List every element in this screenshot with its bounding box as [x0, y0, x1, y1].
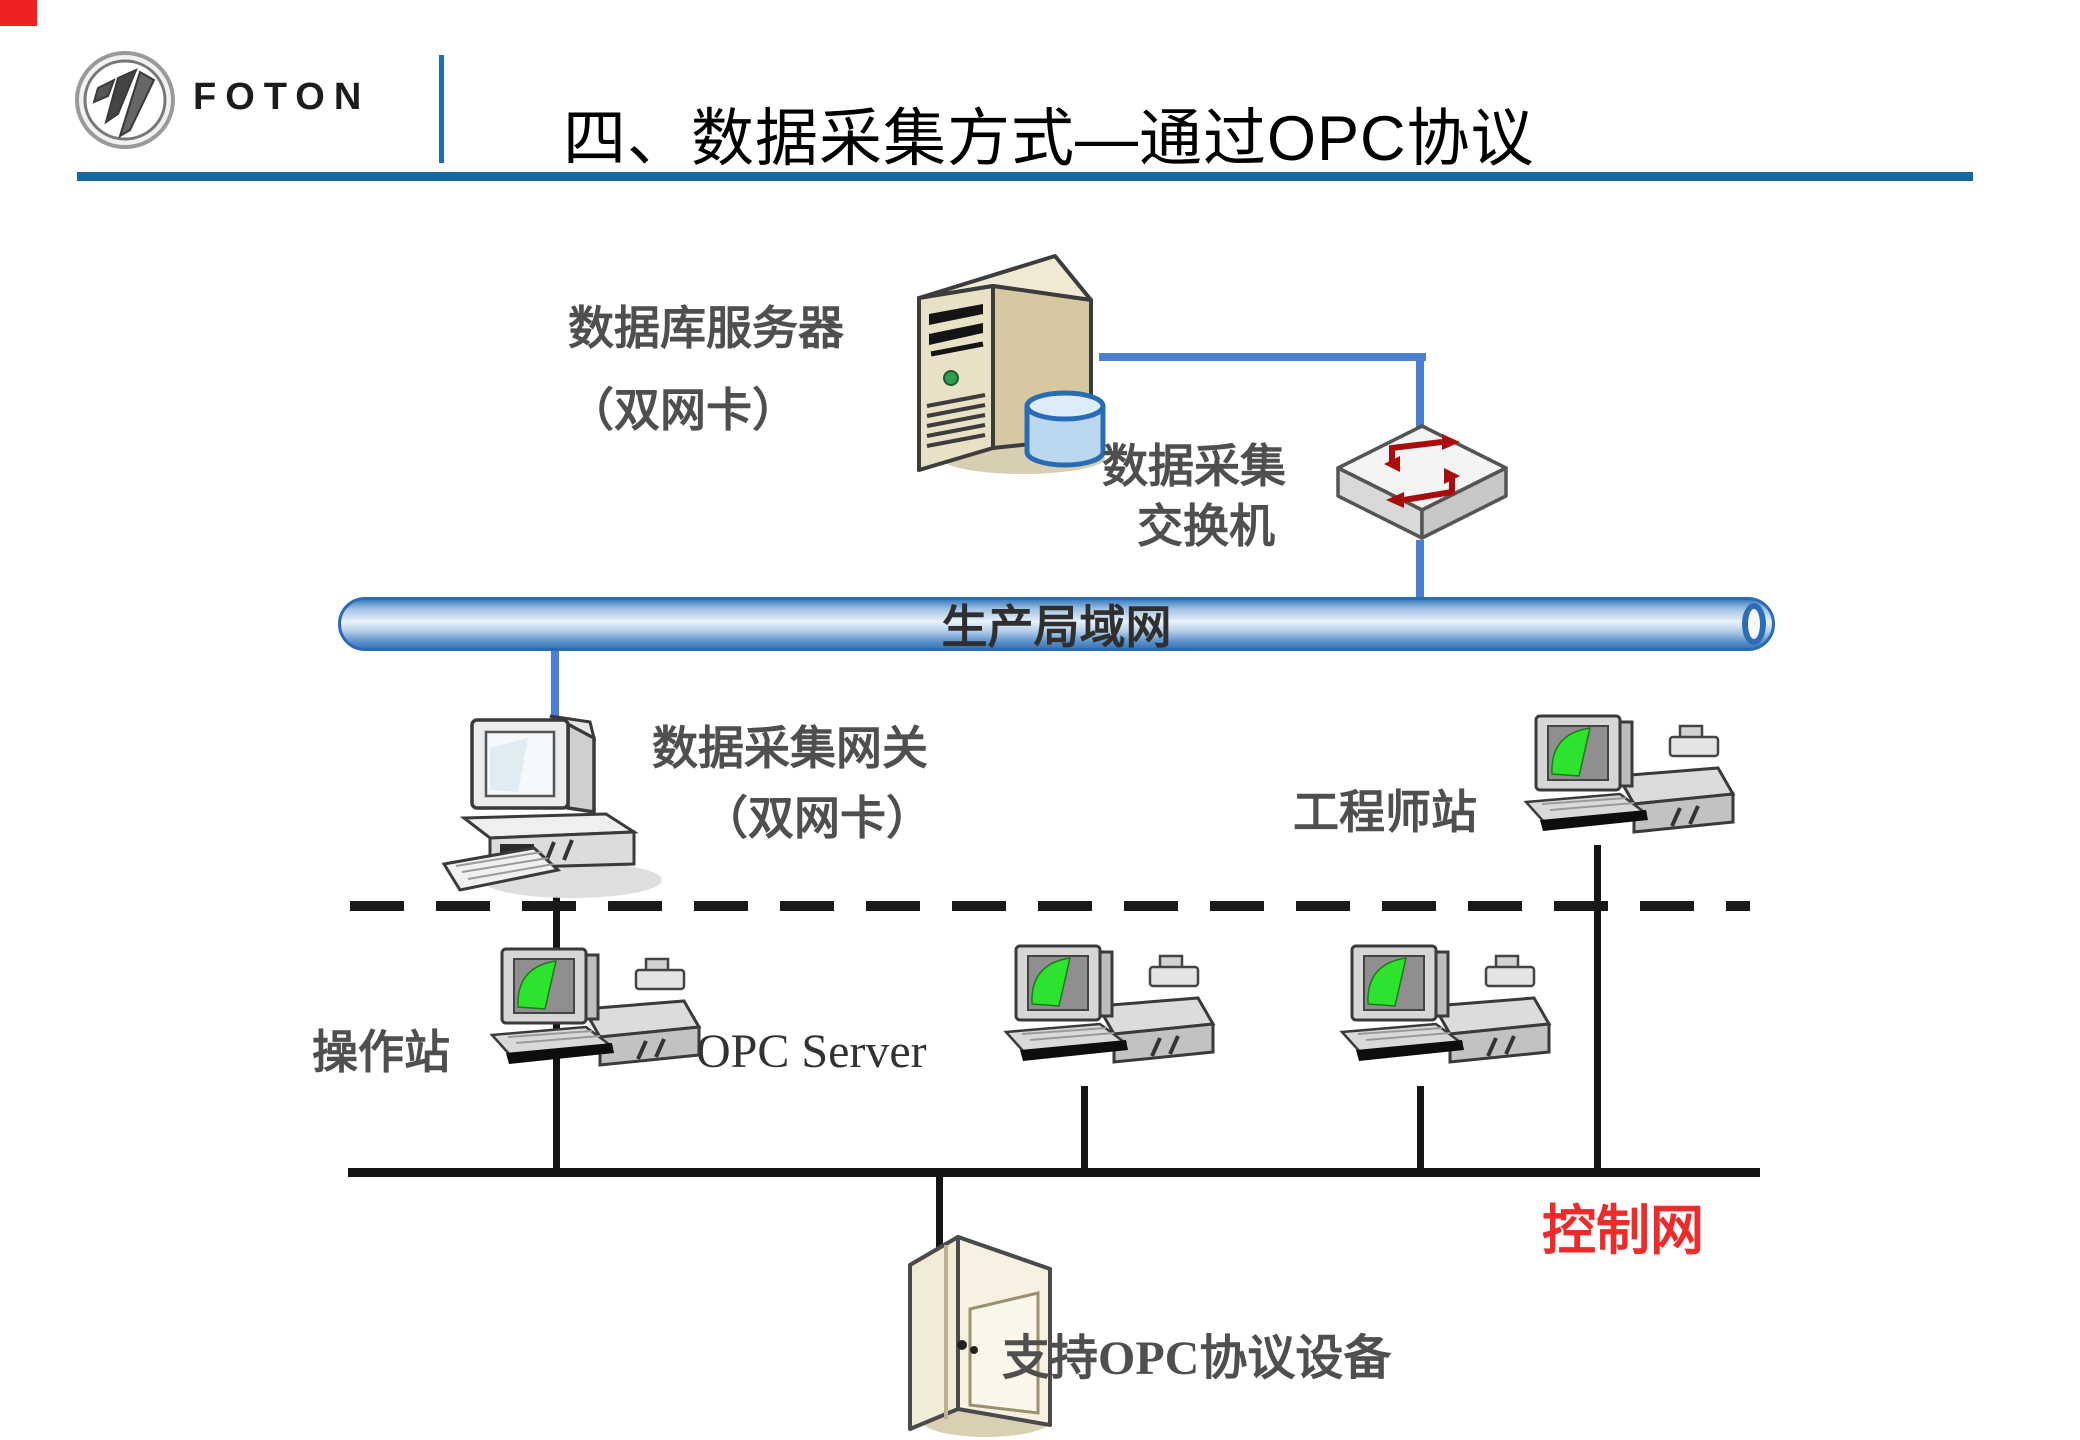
- link-server-to-switch-horizontal: [1099, 353, 1426, 361]
- lan-label: 生产局域网: [941, 602, 1172, 653]
- brand-wordmark: FOTON: [193, 76, 371, 118]
- foton-logo-icon: [75, 51, 175, 149]
- gateway-label-line2: （双网卡）: [702, 793, 932, 844]
- brand-divider: [439, 55, 444, 163]
- opc-device-tower-icon: [908, 1235, 1052, 1437]
- workstation-a-icon: [1004, 944, 1215, 1064]
- operator-station-label: 操作站: [312, 1027, 450, 1078]
- workstation-b-icon: [1340, 944, 1551, 1064]
- db-server-label-line2: （双网卡）: [568, 385, 798, 436]
- engineer-workstation-icon: [1524, 714, 1735, 834]
- control-network-label: 控制网: [1542, 1201, 1704, 1261]
- network-switch-icon: [1336, 424, 1508, 540]
- dashed-separator-line: [350, 901, 1750, 911]
- gateway-computer-icon: [442, 714, 662, 898]
- gateway-label-line1: 数据采集网关: [652, 723, 928, 774]
- line-engineer-to-controlnet: [1594, 845, 1601, 1172]
- database-cylinder-icon: [1024, 390, 1106, 468]
- database-server-icon: [917, 254, 1106, 474]
- switch-label-line1: 数据采集: [1102, 441, 1286, 492]
- link-server-to-switch-vertical: [1416, 353, 1424, 431]
- header-rule: [77, 172, 1973, 181]
- line-workstation-a-to-controlnet: [1081, 1086, 1088, 1172]
- line-controlnet-to-device: [936, 1176, 943, 1258]
- red-corner-marker: [0, 0, 37, 26]
- switch-label-line2: 交换机: [1137, 501, 1275, 552]
- link-switch-to-lan: [1416, 540, 1424, 602]
- line-workstation-b-to-controlnet: [1417, 1086, 1424, 1172]
- link-lan-to-gateway: [551, 648, 559, 732]
- engineer-station-label: 工程师站: [1293, 787, 1477, 838]
- opc-server-label: OPC Server: [696, 1025, 927, 1078]
- lan-pipe: 生产局域网: [338, 597, 1775, 653]
- opc-device-label: 支持OPC协议设备: [1002, 1332, 1392, 1385]
- operator-workstation-icon: [490, 947, 701, 1067]
- lan-pipe-end-cap: [1742, 603, 1766, 645]
- control-network-line: [348, 1168, 1760, 1177]
- db-server-label-line1: 数据库服务器: [568, 303, 844, 354]
- page-title: 四、数据采集方式—通过OPC协议: [563, 104, 1535, 174]
